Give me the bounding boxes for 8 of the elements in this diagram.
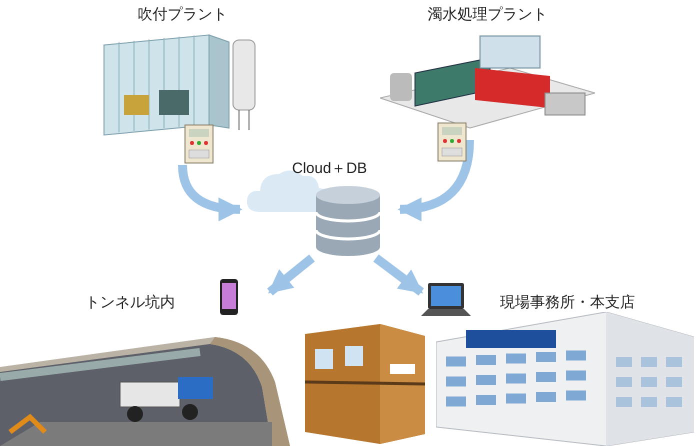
- node-label: 現場事務所・本支店: [500, 293, 635, 313]
- arrow: [373, 254, 424, 296]
- arrow: [267, 254, 315, 296]
- node-label: 吹付プラント: [136, 5, 228, 25]
- node-label: 濁水処理プラント: [426, 5, 548, 25]
- arrow: [398, 140, 474, 220]
- node-label: Cloud＋DB: [292, 159, 368, 179]
- node-label: トンネル坑内: [85, 293, 175, 313]
